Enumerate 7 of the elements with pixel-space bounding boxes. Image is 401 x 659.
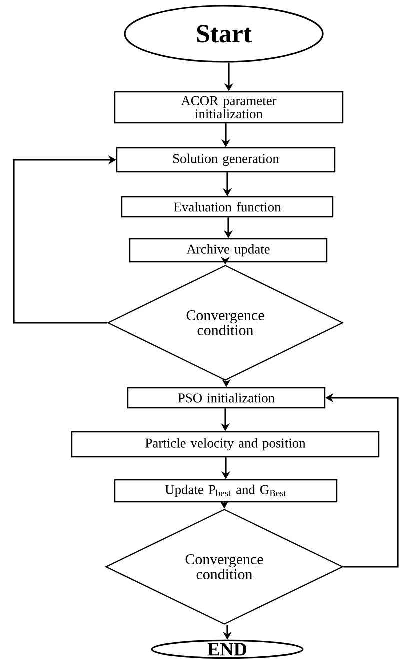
process-box: Evaluation function (121, 196, 334, 218)
process-box: PSO initialization (127, 387, 326, 409)
process-box: Solution generation (116, 147, 336, 173)
process-box: Archive update (129, 238, 328, 263)
process-box: ACOR parameter initialization (114, 91, 344, 124)
process-box: Particle velocity and position (71, 431, 380, 458)
process-box: Update P$_{best}$ and G$_{Best}$ (114, 479, 338, 503)
